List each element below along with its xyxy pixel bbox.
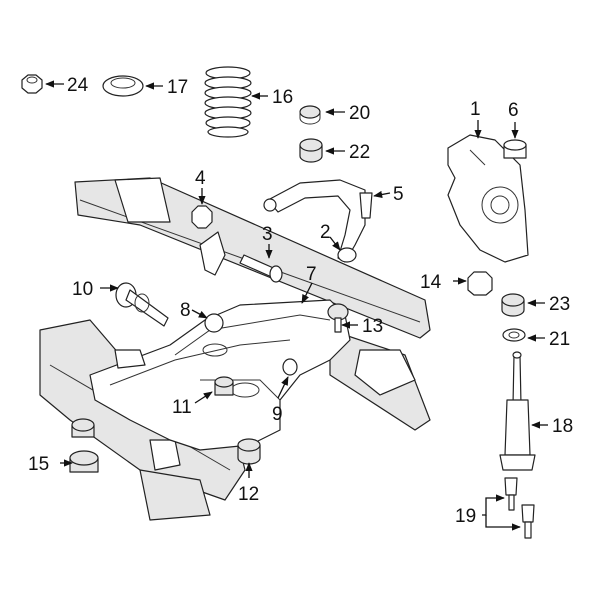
callout-11: 11 — [172, 397, 192, 418]
callout-6: 6 — [508, 100, 519, 121]
coil-spring — [204, 66, 252, 138]
bolt-3 — [239, 254, 283, 283]
callout-23: 23 — [549, 294, 570, 315]
bolt-13 — [327, 303, 349, 333]
bushing-23 — [501, 293, 525, 317]
callout-15: 15 — [28, 454, 49, 475]
shock-absorber — [499, 351, 536, 471]
upper-control-arm — [263, 179, 366, 263]
callout-5: 5 — [393, 184, 404, 205]
callout-12: 12 — [238, 484, 259, 505]
callout-9: 9 — [272, 404, 283, 425]
callout-10: 10 — [72, 279, 93, 300]
callout-2: 2 — [320, 222, 331, 243]
callout-21: 21 — [549, 329, 570, 350]
callout-1: 1 — [470, 99, 481, 120]
bracket-under-rail — [199, 231, 226, 276]
spring-insulator — [102, 75, 144, 97]
callout-7: 7 — [306, 264, 317, 285]
callout-24: 24 — [67, 75, 89, 96]
callout-4: 4 — [195, 168, 206, 189]
cam-bolt-10 — [115, 282, 169, 327]
bolt-5 — [359, 192, 373, 219]
bushing-8 — [204, 313, 224, 333]
callout-20: 20 — [349, 103, 370, 124]
callout-17: 17 — [167, 77, 188, 98]
bushing-20 — [299, 105, 321, 125]
nut-6 — [503, 139, 527, 159]
bushing-12 — [237, 438, 261, 465]
callout-leaders — [45, 80, 548, 531]
bushing-9 — [282, 358, 298, 376]
callout-22: 22 — [349, 142, 370, 163]
nut-24 — [21, 74, 43, 94]
nut-14 — [467, 271, 493, 296]
mount-15 — [69, 450, 99, 473]
callout-8: 8 — [180, 300, 191, 321]
callout-labels: 1 2 3 4 5 6 7 8 9 10 11 12 13 14 15 16 1… — [28, 75, 573, 527]
callout-19: 19 — [455, 506, 476, 527]
callout-3: 3 — [262, 224, 273, 245]
mount-upper-left — [71, 418, 95, 438]
callout-16: 16 — [272, 87, 293, 108]
callout-13: 13 — [362, 316, 383, 337]
callout-14: 14 — [420, 272, 442, 293]
bushing-22 — [299, 138, 323, 163]
washer-21 — [502, 328, 526, 342]
nut-4 — [191, 205, 213, 229]
steering-knuckle — [447, 134, 529, 263]
frame-rails — [39, 177, 431, 521]
bolts-19 — [504, 477, 535, 539]
callout-18: 18 — [552, 416, 573, 437]
bushing-11 — [214, 376, 234, 396]
crossmember-7 — [89, 299, 351, 451]
